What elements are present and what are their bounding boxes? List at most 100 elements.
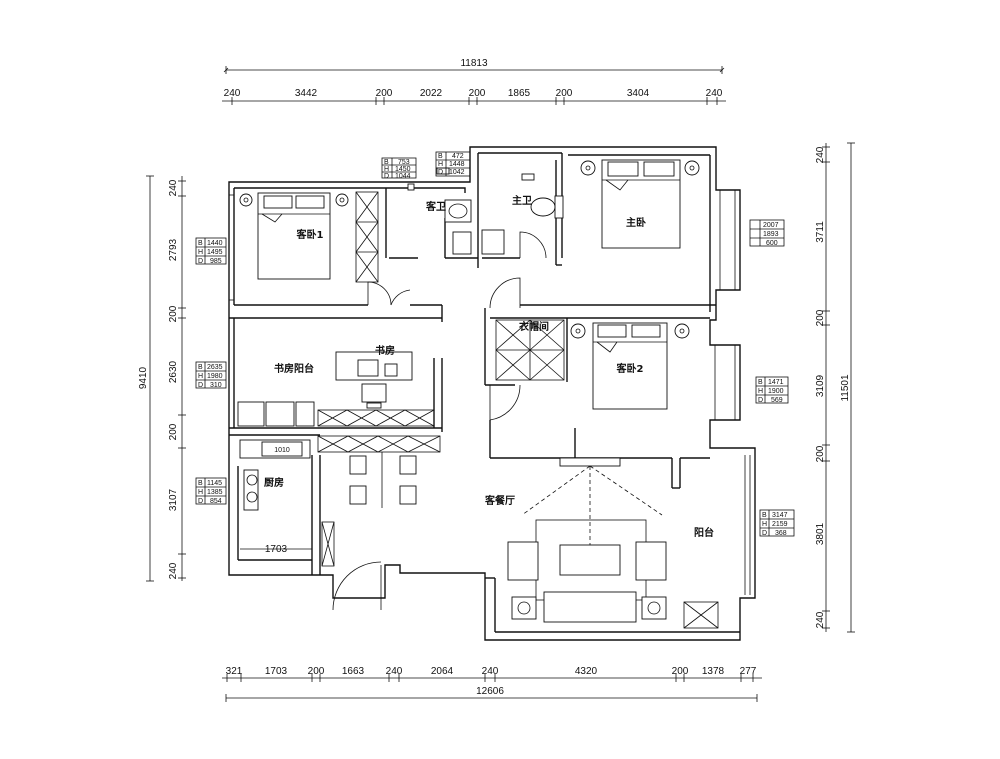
room-label-master-bath: 主卫 xyxy=(512,194,532,207)
top-total-dim: 11813 xyxy=(460,58,488,69)
wb-kitchen-h: 1385 xyxy=(207,489,223,496)
svg-text:D: D xyxy=(758,397,763,404)
wb-study-b: 2635 xyxy=(207,364,223,371)
left-dim-1: 240 xyxy=(168,179,179,196)
svg-text:B: B xyxy=(198,240,203,247)
bottom-dim-10: 1378 xyxy=(702,666,725,677)
svg-text:D: D xyxy=(438,169,443,176)
svg-text:B: B xyxy=(198,480,203,487)
top-dim-2: 3442 xyxy=(295,88,318,99)
right-dim-1: 240 xyxy=(815,146,826,163)
top-dim-6: 1865 xyxy=(508,88,531,99)
window-box-master-bath: BHD 472 1448 1042 xyxy=(435,151,471,177)
wb-guest-bed-2-b: 1471 xyxy=(768,379,784,386)
kitchen-fixtures: 1010 1703 xyxy=(239,439,312,555)
wb-master-bed-b: 2007 xyxy=(763,222,779,229)
bottom-dim-9: 200 xyxy=(672,666,689,677)
room-label-study-balcony: 书房阳台 xyxy=(274,362,314,375)
window-box-balcony: BHD 3147 2159 368 xyxy=(759,509,795,537)
window-box-guest-bath: BHD 753 1450 1044 xyxy=(381,157,417,180)
kitchen-width-dim: 1703 xyxy=(265,544,288,555)
bottom-dim-1: 321 xyxy=(226,666,243,677)
left-total-dim: 9410 xyxy=(138,366,149,389)
wb-study-h: 1980 xyxy=(207,373,223,380)
bed-guest-2 xyxy=(570,322,690,410)
top-dim-1: 240 xyxy=(224,88,241,99)
wb-guest-bed-1-d: 985 xyxy=(210,258,222,265)
wb-study-d: 310 xyxy=(210,382,222,389)
room-label-living-dining: 客餐厅 xyxy=(484,494,515,507)
right-dim-6: 3801 xyxy=(815,522,826,545)
svg-text:H: H xyxy=(762,521,767,528)
wb-balcony-h: 2159 xyxy=(772,521,788,528)
right-dim-2: 3711 xyxy=(815,221,826,243)
top-dim-5: 200 xyxy=(469,88,486,99)
right-dim-4: 3109 xyxy=(815,374,826,397)
bottom-dim-7: 240 xyxy=(482,666,499,677)
right-dim-7: 240 xyxy=(815,611,826,628)
svg-text:D: D xyxy=(198,382,203,389)
bed-guest-1 xyxy=(239,192,349,280)
room-labels: 客卧1 客卫 主卫 主卧 衣帽间 客卧2 书房 书房阳台 厨房 客餐厅 阳台 xyxy=(264,194,714,539)
room-label-guest-bed-2: 客卧2 xyxy=(616,362,644,375)
doors xyxy=(332,231,547,611)
wb-master-bath-b: 472 xyxy=(452,153,464,160)
room-label-balcony: 阳台 xyxy=(694,526,714,539)
study-furniture xyxy=(237,351,413,427)
window-box-master-bed: 2007 1893 600 xyxy=(749,219,785,247)
left-dim-2: 2793 xyxy=(168,238,179,261)
svg-text:H: H xyxy=(198,489,203,496)
wb-guest-bath-b: 753 xyxy=(398,159,410,166)
living-furniture xyxy=(507,457,667,623)
svg-text:D: D xyxy=(198,258,203,265)
left-dim-4: 2630 xyxy=(168,360,179,383)
windows xyxy=(229,190,751,595)
right-total-dim: 11501 xyxy=(840,374,851,402)
bottom-dim-11: 277 xyxy=(740,666,757,677)
svg-text:B: B xyxy=(758,379,763,386)
wb-guest-bed-1-h: 1495 xyxy=(207,249,223,256)
wb-guest-bath-d: 1044 xyxy=(395,173,411,180)
window-box-study: BHD 2635 1980 310 xyxy=(195,361,227,389)
svg-text:B: B xyxy=(762,512,767,519)
wb-master-bed-h: 1893 xyxy=(763,231,779,238)
svg-text:D: D xyxy=(762,530,767,537)
svg-text:D: D xyxy=(198,498,203,505)
left-dim-3: 200 xyxy=(168,305,179,322)
svg-text:B: B xyxy=(438,153,443,160)
window-box-guest-bed-2: BHD 1471 1900 569 xyxy=(755,376,789,404)
right-dim-5: 200 xyxy=(815,445,826,462)
svg-text:B: B xyxy=(384,159,389,166)
window-box-guest-bed-1: BHD 1440 1495 985 xyxy=(195,237,227,265)
svg-text:H: H xyxy=(758,388,763,395)
bottom-dim-3: 200 xyxy=(308,666,325,677)
wb-guest-bath-h: 1450 xyxy=(395,166,411,173)
bathroom-fixtures xyxy=(407,167,564,255)
room-label-guest-bath: 客卫 xyxy=(425,200,446,213)
left-dim-7: 240 xyxy=(168,562,179,579)
wardrobes xyxy=(317,191,719,629)
bottom-dim-2: 1703 xyxy=(265,666,288,677)
right-dimension-lines: 240 3711 200 3109 200 3801 240 11501 xyxy=(815,142,855,633)
kitchen-sub-dim: 1010 xyxy=(274,447,290,454)
bottom-dim-8: 4320 xyxy=(575,666,598,677)
room-label-study: 书房 xyxy=(375,344,395,357)
dining-set xyxy=(349,452,417,508)
top-dim-9: 240 xyxy=(706,88,723,99)
svg-text:H: H xyxy=(384,166,389,173)
top-dim-7: 200 xyxy=(556,88,573,99)
wb-balcony-d: 368 xyxy=(775,530,787,537)
wb-master-bath-h: 1448 xyxy=(449,161,465,168)
bottom-dim-5: 240 xyxy=(386,666,403,677)
svg-text:H: H xyxy=(198,249,203,256)
top-dim-8: 3404 xyxy=(627,88,650,99)
bottom-dim-4: 1663 xyxy=(342,666,365,677)
bottom-dimension-lines: 321 1703 200 1663 240 2064 240 4320 200 … xyxy=(222,666,762,702)
window-box-kitchen: BHD 1145 1385 854 xyxy=(195,477,227,505)
wb-balcony-b: 3147 xyxy=(772,512,788,519)
bottom-total-dim: 12606 xyxy=(476,686,504,697)
svg-text:B: B xyxy=(198,364,203,371)
svg-text:H: H xyxy=(198,373,203,380)
room-label-closet: 衣帽间 xyxy=(519,320,549,333)
